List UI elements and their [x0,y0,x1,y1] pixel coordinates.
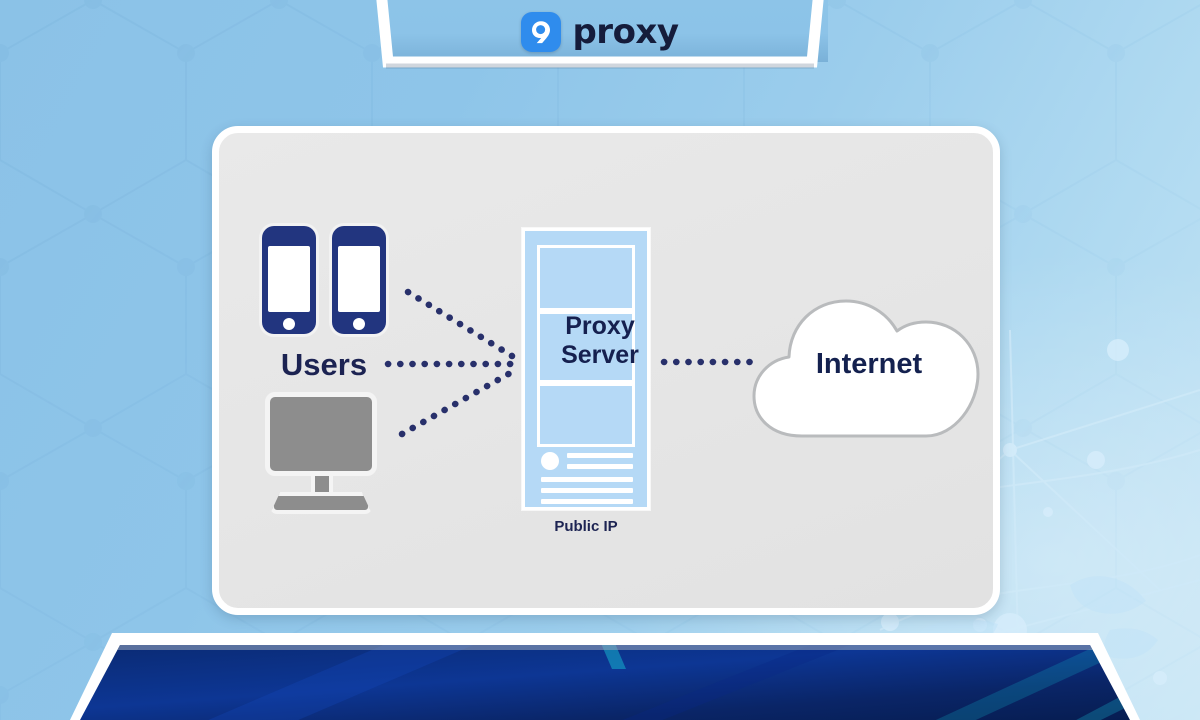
public-ip-caption: Public IP [554,518,618,535]
footer-banner [0,625,1200,720]
phone-screen [338,246,380,312]
server-detail-line [567,464,633,469]
nine-proxy-logo-icon [521,12,562,52]
smartphone-icon-2-inner [332,226,386,334]
smartphone-icon-1-inner [262,226,316,334]
monitor-screen [265,392,377,476]
desktop-monitor-icon [265,392,387,517]
phone-home-button [283,318,295,330]
server-status-dot [541,452,559,470]
server-detail-line [541,488,633,493]
proxy-server-label-line2: Server [561,341,639,369]
phone-home-button [353,318,365,330]
monitor-neck [311,476,333,494]
server-detail-line [567,453,633,458]
server-detail-line [541,499,633,504]
cloud-icon [752,299,980,438]
proxy-server-icon [522,228,650,510]
proxy-server-label: Proxy Server [0,312,1200,370]
users-label: Users [280,347,368,382]
header-banner-shape [376,0,828,69]
phone-screen [268,246,310,312]
proxy-server-label-line1: Proxy [565,312,635,340]
server-panel-top [537,245,635,311]
server-panel-middle [537,311,635,383]
monitor-base [270,492,372,514]
brand-name: proxy [572,12,679,52]
server-detail-line [541,477,633,482]
internet-label: Internet [815,348,923,380]
server-panel-bottom [537,383,635,447]
brand-logo[interactable]: proxy [0,8,1200,56]
